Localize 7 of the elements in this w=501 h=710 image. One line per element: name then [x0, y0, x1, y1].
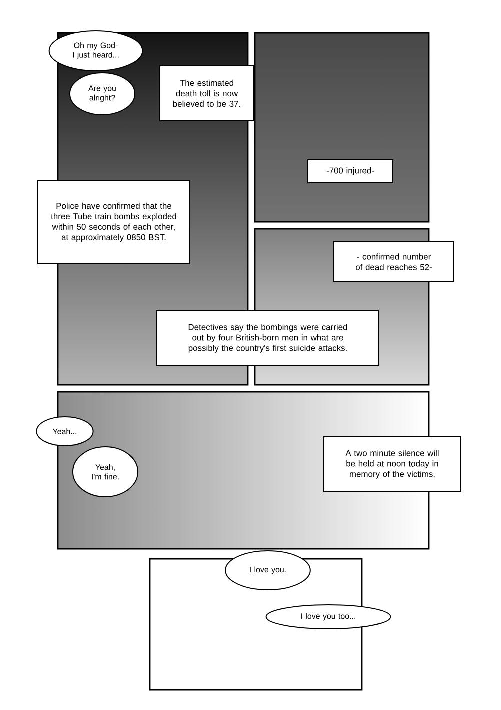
caption-box: A two minute silence will be held at noon today in memory of the victims. — [324, 436, 462, 492]
comic-panel — [254, 32, 430, 223]
caption-box: - confirmed number of dead reaches 52- — [334, 242, 454, 282]
caption-box: Detectives say the bombings were carried out by four British-born men in what are possibly the country's first suicide attacks. — [156, 310, 380, 366]
caption-box: -700 injured- — [308, 160, 394, 184]
caption-box: Police have confirmed that the three Tube train bombs exploded within 50 seconds of each other, at approximately 0850 BST. — [38, 180, 190, 264]
caption-box: The estimated death toll is now believed to be 37. — [160, 66, 254, 122]
